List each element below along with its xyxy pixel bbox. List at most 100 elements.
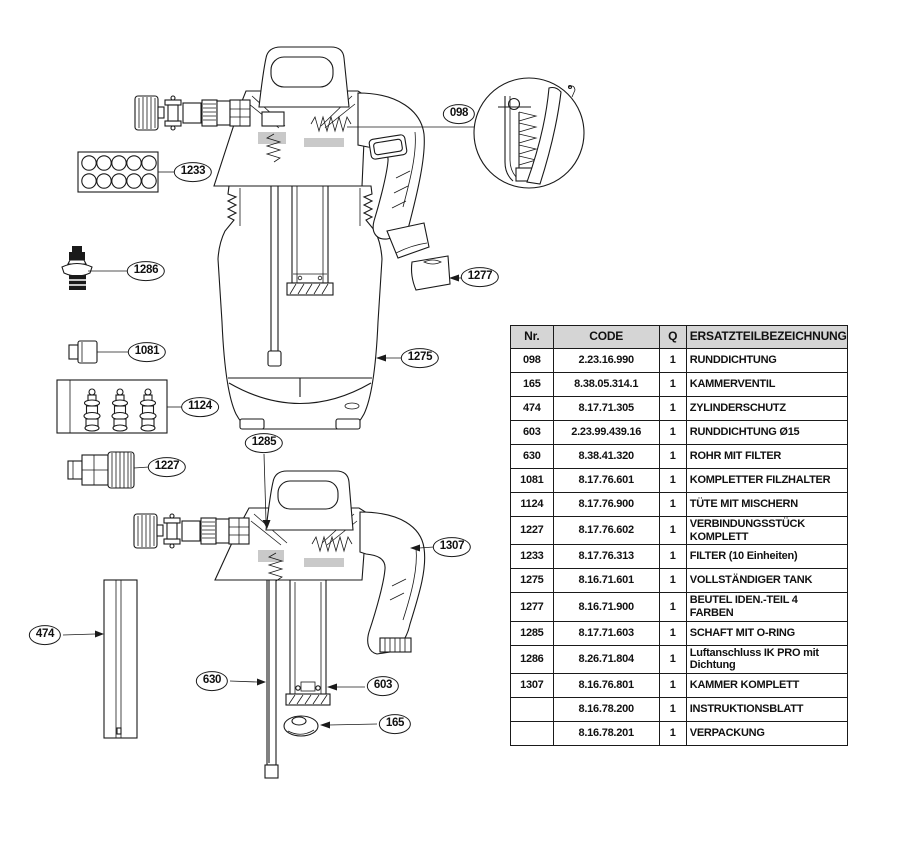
tank-outline (217, 185, 383, 430)
cell-qty: 1 (658, 620, 687, 646)
cell-qty: 1 (658, 515, 687, 546)
cell-nr: 474 (510, 396, 554, 421)
cell-nr (510, 696, 554, 722)
nozzle-assembly-top (134, 95, 251, 131)
callout-474: 474 (28, 625, 62, 645)
callout-1307: 1307 (432, 537, 472, 557)
cell-name: SCHAFT MIT O-RING (685, 620, 849, 646)
cell-name: VERPACKUNG (685, 720, 849, 746)
callout-603: 603 (366, 676, 400, 696)
table-row: 098 2.23.16.990 1 RUNDDICHTUNG (510, 348, 849, 373)
cell-code: 8.17.76.900 (552, 492, 660, 517)
cell-qty: 1 (658, 468, 687, 493)
cell-code: 8.17.71.305 (552, 396, 660, 421)
cell-nr: 165 (510, 372, 554, 397)
callout-1286: 1286 (126, 261, 166, 281)
table-row: 1307 8.16.76.801 1 KAMMER KOMPLETT (510, 672, 849, 698)
cell-nr: 098 (510, 348, 554, 373)
cell-nr: 1233 (510, 544, 554, 570)
table-row: 1124 8.17.76.900 1 TÜTE MIT MISCHERN (510, 492, 849, 517)
column-header-name: ERSATZTEILBEZEICHNUNG (685, 325, 849, 349)
cell-name: RUNDDICHTUNG Ø15 (685, 420, 849, 445)
callout-1277: 1277 (460, 267, 500, 287)
table-header-row: Nr. CODE Q ERSATZTEILBEZEICHNUNG (510, 325, 849, 349)
cell-qty: 1 (658, 372, 687, 397)
cell-name: VOLLSTÄNDIGER TANK (685, 568, 849, 594)
callout-1275: 1275 (400, 348, 440, 368)
part-mixer-bag-1124 (56, 379, 168, 434)
cell-nr: 1307 (510, 672, 554, 698)
table-row: 8.16.78.201 1 VERPACKUNG (510, 720, 849, 746)
cell-qty: 1 (658, 592, 687, 622)
cell-code: 2.23.16.990 (552, 348, 660, 373)
cell-name: FILTER (10 Einheiten) (685, 544, 849, 570)
cell-qty: 1 (658, 348, 687, 373)
tube-with-filter (264, 555, 279, 779)
carry-handle (258, 46, 350, 108)
column-header-q: Q (658, 325, 687, 349)
cell-qty: 1 (658, 492, 687, 517)
mixer-nozzle (111, 388, 129, 432)
cell-name: KOMPLETTER FILZHALTER (685, 468, 849, 493)
cell-nr: 603 (510, 420, 554, 445)
cell-name: VERBINDUNGSSTÜCK KOMPLETT (685, 515, 849, 546)
cell-code: 8.16.71.601 (552, 568, 660, 594)
callout-1285: 1285 (244, 433, 284, 453)
cell-qty: 1 (658, 396, 687, 421)
parts-table: Nr. CODE Q ERSATZTEILBEZEICHNUNG 098 2.2… (510, 325, 849, 746)
cell-nr: 1285 (510, 620, 554, 646)
chamber-valve (283, 715, 319, 737)
cell-nr: 1227 (510, 515, 554, 546)
table-row: 1285 8.17.71.603 1 SCHAFT MIT O-RING (510, 620, 849, 646)
cell-code: 8.38.41.320 (552, 444, 660, 469)
part-id-piece-1277 (410, 255, 451, 291)
cell-qty: 1 (658, 420, 687, 445)
cell-name: TÜTE MIT MISCHERN (685, 492, 849, 517)
cell-nr: 1277 (510, 592, 554, 622)
cell-qty: 1 (658, 696, 687, 722)
pump-head (213, 90, 367, 187)
cell-nr (510, 720, 554, 746)
mixer-nozzle (139, 388, 157, 432)
cell-code: 8.17.71.603 (552, 620, 660, 646)
cell-qty: 1 (658, 544, 687, 570)
cell-name: KAMMER KOMPLETT (685, 672, 849, 698)
cell-code: 8.16.71.900 (552, 592, 660, 622)
part-air-connector-1286 (61, 246, 93, 290)
cell-code: 8.38.05.314.1 (552, 372, 660, 397)
cell-nr: 1286 (510, 644, 554, 674)
mixer-nozzle (83, 388, 101, 432)
sprayer-assembled-view (134, 46, 430, 430)
callout-1124: 1124 (181, 397, 219, 417)
cell-name: ZYLINDERSCHUTZ (685, 396, 849, 421)
table-row: 1275 8.16.71.601 1 VOLLSTÄNDIGER TANK (510, 568, 849, 594)
cell-qty: 1 (658, 720, 687, 746)
callout-1227: 1227 (147, 457, 187, 477)
cell-code: 8.17.76.601 (552, 468, 660, 493)
column-header-nr: Nr. (510, 325, 554, 349)
carry-handle-exploded (265, 470, 354, 531)
grip-button (368, 134, 408, 160)
table-row: 1277 8.16.71.900 1 BEUTEL IDEN.-TEIL 4 F… (510, 592, 849, 622)
cell-name: INSTRUKTIONSBLATT (685, 696, 849, 722)
table-row: 1227 8.17.76.602 1 VERBINDUNGSSTÜCK KOMP… (510, 515, 849, 546)
leader-lines (62, 171, 464, 729)
cell-code: 8.26.71.804 (552, 644, 660, 674)
o-ring-dot (507, 97, 521, 111)
table-row: 1081 8.17.76.601 1 KOMPLETTER FILZHALTER (510, 468, 849, 493)
table-row: 165 8.38.05.314.1 1 KAMMERVENTIL (510, 372, 849, 397)
callout-098: 098 (442, 104, 476, 124)
cell-qty: 1 (658, 568, 687, 594)
cell-qty: 1 (658, 644, 687, 674)
cell-nr: 630 (510, 444, 554, 469)
sprayer-exploded-view (103, 470, 426, 779)
table-row: 474 8.17.71.305 1 ZYLINDERSCHUTZ (510, 396, 849, 421)
table-row: 8.16.78.200 1 INSTRUKTIONSBLATT (510, 696, 849, 722)
detail-circle-098 (347, 77, 585, 189)
part-connector-1227 (67, 451, 135, 489)
callout-1233: 1233 (173, 162, 213, 182)
cell-name: BEUTEL IDEN.-TEIL 4 FARBEN (685, 592, 849, 622)
part-felt-holder-1081 (68, 340, 98, 364)
